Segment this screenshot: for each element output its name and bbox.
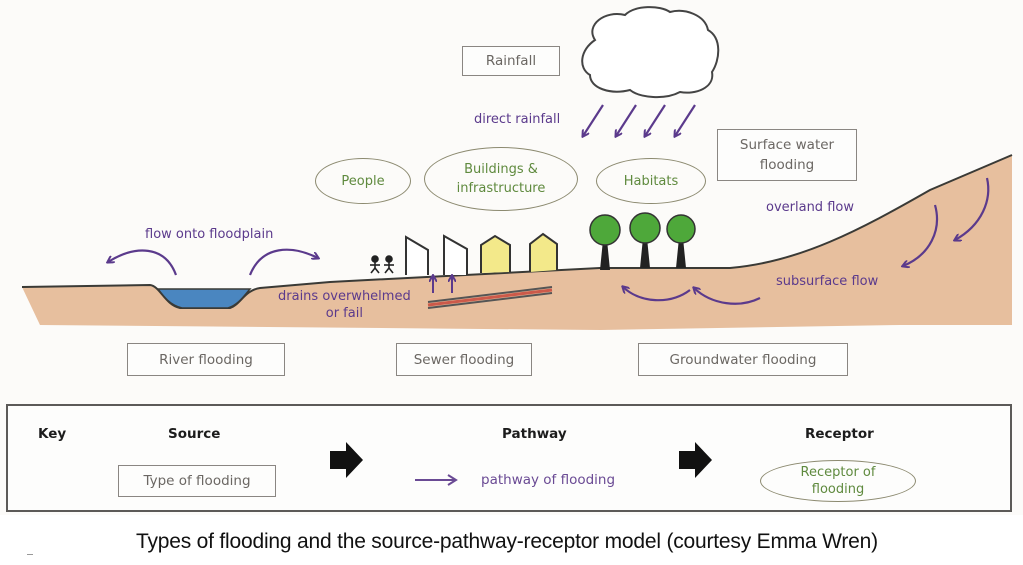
- soil-layer: [22, 155, 1012, 330]
- direct-rainfall-label: direct rainfall: [474, 112, 561, 127]
- key-source-example-box: Type of flooding: [118, 465, 276, 497]
- key-pathway-heading: Pathway: [502, 426, 567, 442]
- key-pathway-example: pathway of flooding: [481, 472, 616, 488]
- groundwater-flooding-box: Groundwater flooding: [638, 343, 848, 376]
- buildings-line-2: infrastructure: [456, 181, 546, 196]
- surface-water-source-box: Surface water flooding: [717, 129, 857, 181]
- key-panel: Key Source Type of flooding Pathway path…: [6, 404, 1012, 512]
- stray-mark: [27, 554, 33, 555]
- subsurface-flow-label: subsurface flow: [776, 274, 879, 289]
- key-arrow-icon-2: [679, 442, 712, 478]
- drains-label: drains overwhelmed or fail: [278, 288, 411, 322]
- key-pathway-arrow-icon: [415, 474, 458, 486]
- people-icon: [370, 255, 394, 274]
- key-receptor-line-1: Receptor of: [800, 465, 876, 480]
- key-source-heading: Source: [168, 426, 221, 442]
- key-title: Key: [38, 426, 67, 442]
- cloud-icon: [581, 6, 720, 98]
- people-receptor-oval: People: [315, 158, 411, 204]
- floodplain-arrow-left: [108, 249, 178, 276]
- subsurface-arrow: [903, 204, 939, 266]
- key-arrow-icon: [330, 442, 363, 478]
- buildings-line-1: Buildings &: [464, 162, 538, 177]
- rain-arrows: [583, 104, 696, 136]
- sewer-flooding-box: Sewer flooding: [396, 343, 532, 376]
- overland-flow-label: overland flow: [766, 200, 854, 215]
- groundwater-arrow: [694, 288, 761, 305]
- sewer-pipe: [427, 286, 553, 309]
- key-receptor-example-oval: Receptor of flooding: [760, 460, 916, 502]
- drains-line-1: drains overwhelmed: [278, 289, 411, 304]
- key-receptor-line-2: flooding: [811, 482, 865, 497]
- buildings-icon: [405, 232, 558, 275]
- rain-arrow: [675, 104, 696, 136]
- floodplain-arrow-right: [248, 248, 318, 276]
- groundwater-arrow: [623, 287, 691, 302]
- rain-arrow: [583, 104, 604, 136]
- figure-caption: Types of flooding and the source-pathway…: [136, 530, 878, 553]
- surface-water-line-1: Surface water: [739, 137, 835, 153]
- subsurface-arrow: [955, 177, 990, 240]
- rainfall-source-box: Rainfall: [462, 46, 560, 76]
- rain-arrow: [645, 104, 666, 136]
- river-water: [156, 288, 252, 309]
- key-receptor-heading: Receptor: [805, 426, 874, 442]
- rain-arrow: [616, 104, 637, 136]
- river-flooding-box: River flooding: [127, 343, 285, 376]
- surface-water-line-2: flooding: [759, 157, 815, 173]
- drains-line-2: or fail: [325, 306, 363, 321]
- buildings-receptor-oval: Buildings & infrastructure: [424, 147, 578, 211]
- landscape-illustration: [21, 6, 1013, 330]
- flow-floodplain-label: flow onto floodplain: [145, 227, 274, 242]
- habitats-receptor-oval: Habitats: [596, 158, 706, 204]
- trees-icon: [589, 212, 696, 270]
